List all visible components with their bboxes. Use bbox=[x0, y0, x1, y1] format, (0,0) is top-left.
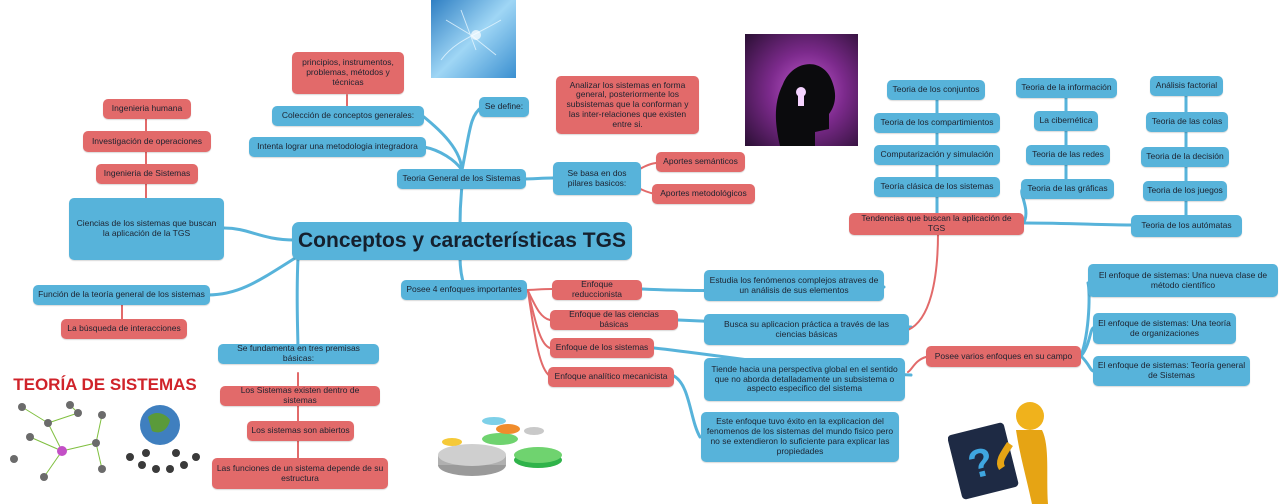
ing-humana-node[interactable]: Ingenieria humana bbox=[103, 99, 191, 119]
tendencias-node[interactable]: Tendencias que buscan la aplicación de T… bbox=[849, 213, 1024, 235]
enfoque-sistemas-node[interactable]: Enfoque de los sistemas bbox=[550, 338, 654, 358]
estudia-node[interactable]: Estudia los fenómenos complejos atraves … bbox=[704, 270, 884, 301]
varios-enfoques-node[interactable]: Posee varios enfoques en su campo bbox=[926, 346, 1081, 367]
juegos-node[interactable]: Teoria de los juegos bbox=[1143, 181, 1227, 201]
graficas-node[interactable]: Teoria de las gráficas bbox=[1021, 179, 1114, 199]
metodologicos-node[interactable]: Aportes metodológicos bbox=[652, 184, 755, 204]
tgs-node[interactable]: Teoria General de los Sistemas bbox=[397, 169, 526, 189]
investigacion-node[interactable]: Investigación de operaciones bbox=[83, 131, 211, 152]
organizaciones-node[interactable]: El enfoque de sistemas: Una teoría de or… bbox=[1093, 313, 1236, 344]
teoria-de-sistemas-image: TEORÍA DE SISTEMAS bbox=[0, 365, 210, 495]
premisa-2-node[interactable]: Los sistemas son abiertos bbox=[247, 421, 354, 441]
informacion-node[interactable]: Teoria de la información bbox=[1016, 78, 1117, 98]
premisa-3-node[interactable]: Las funciones de un sistema depende de s… bbox=[212, 458, 388, 489]
funcion-node[interactable]: Función de la teoría general de los sist… bbox=[33, 285, 210, 305]
teoria-general-node[interactable]: El enfoque de sistemas: Teoría general d… bbox=[1093, 356, 1250, 386]
ciencias-basicas-node[interactable]: Enfoque de las ciencias básicas bbox=[550, 309, 678, 330]
coleccion-node[interactable]: Colección de conceptos generales: bbox=[272, 106, 424, 126]
definicion-node[interactable]: Analizar los sistemas en forma general, … bbox=[556, 76, 699, 134]
pilares-node[interactable]: Se basa en dos pilares basicos: bbox=[553, 162, 641, 195]
semanticos-node[interactable]: Aportes semánticos bbox=[656, 152, 745, 172]
ing-sistemas-node[interactable]: Ingenieria de Sistemas bbox=[96, 164, 198, 184]
mecanicista-node[interactable]: Enfoque analítico mecanicista bbox=[548, 367, 674, 387]
compartimientos-node[interactable]: Teoria de los compartimientos bbox=[874, 113, 1000, 133]
ciencias-node[interactable]: Ciencias de los sistemas que buscan la a… bbox=[69, 198, 224, 260]
clasica-node[interactable]: Teoría clásica de los sistemas bbox=[874, 177, 1000, 197]
computarizacion-node[interactable]: Computarización y simulación bbox=[874, 145, 1000, 165]
cibernetica-node[interactable]: La cibernética bbox=[1034, 111, 1098, 131]
reduccionista-node[interactable]: Enfoque reduccionista bbox=[552, 279, 642, 300]
decision-node[interactable]: Teoria de la decisión bbox=[1141, 147, 1229, 167]
redes-node[interactable]: Teoria de las redes bbox=[1026, 145, 1110, 165]
colas-node[interactable]: Teoria de las colas bbox=[1146, 112, 1228, 132]
premisa-1-node[interactable]: Los Sistemas existen dentro de sistemas bbox=[220, 385, 380, 406]
coleccion-detail-node[interactable]: principios, instrumentos, problemas, mét… bbox=[292, 52, 404, 94]
busqueda-node[interactable]: La búsqueda de interacciones bbox=[61, 319, 187, 339]
teoria-title: TEORÍA DE SISTEMAS bbox=[13, 375, 197, 394]
nueva-clase-node[interactable]: El enfoque de sistemas: Una nueva clase … bbox=[1088, 264, 1278, 297]
central-topic[interactable]: Conceptos y características TGS bbox=[292, 222, 632, 260]
premisas-node[interactable]: Se fundamenta en tres premisas básicas: bbox=[218, 343, 379, 364]
layered-disks-image bbox=[434, 403, 564, 493]
exito-node[interactable]: Este enfoque tuvo éxito en la explicacio… bbox=[701, 412, 899, 462]
metodologia-node[interactable]: Intenta lograr una metodologia integrado… bbox=[249, 137, 426, 157]
keyhole-head-image bbox=[745, 34, 858, 146]
conjuntos-node[interactable]: Teoria de los conjuntos bbox=[887, 80, 985, 100]
enfoques-4-node[interactable]: Posee 4 enfoques importantes bbox=[401, 280, 527, 300]
hand-network-image bbox=[431, 0, 516, 78]
se-define-node[interactable]: Se define: bbox=[479, 97, 529, 117]
tiende-node[interactable]: Tiende hacia una perspectiva global en e… bbox=[704, 358, 905, 401]
question-book-image: ? bbox=[948, 396, 1066, 504]
busca-node[interactable]: Busca su aplicacion práctica a través de… bbox=[704, 314, 909, 345]
automatas-node[interactable]: Teoria de los autómatas bbox=[1131, 215, 1242, 237]
factorial-node[interactable]: Análisis factorial bbox=[1150, 76, 1223, 96]
